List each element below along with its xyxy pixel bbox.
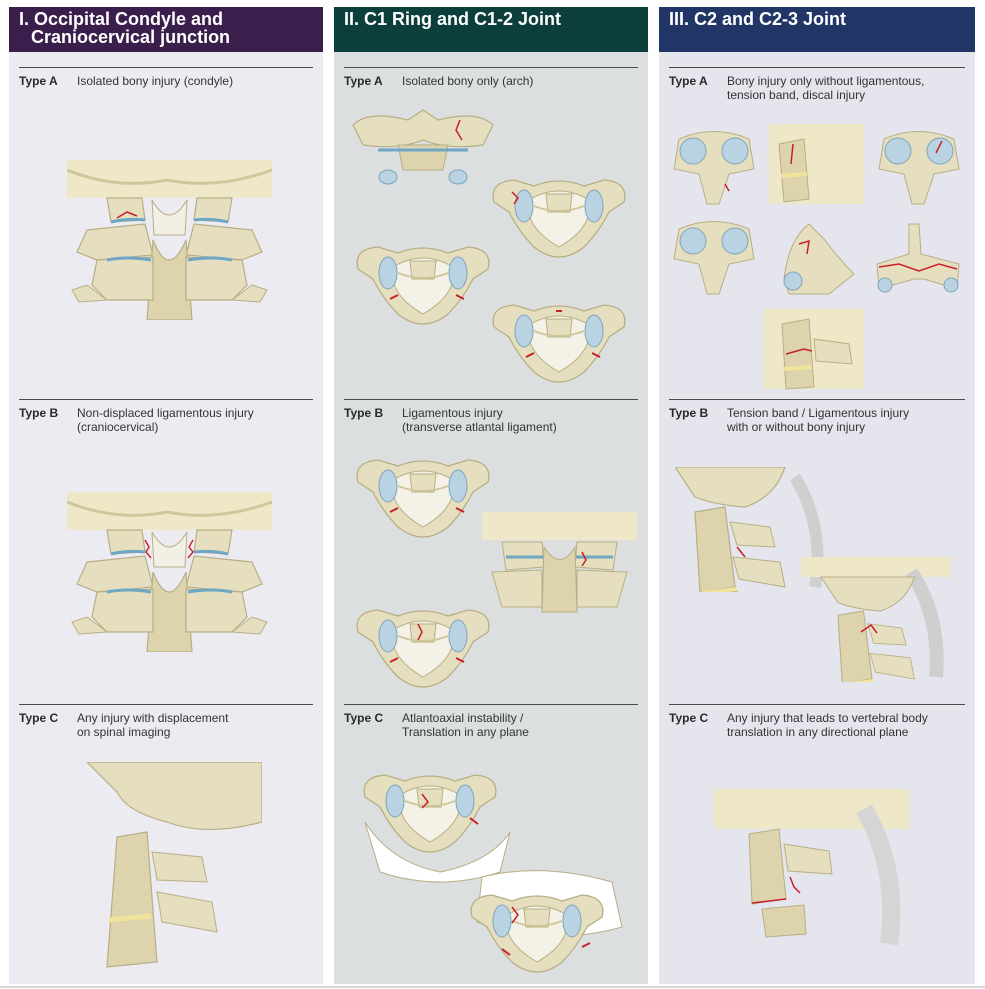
illustration-transverse-ligament-1 [356,459,490,538]
desc-line2: with or without bony injury [727,420,866,434]
illustration-atlas-ring-3 [492,304,626,383]
type-label: Type B [669,406,709,420]
type-label: Type B [19,406,59,420]
type-label: Type C [19,711,59,725]
column-title-line1: III. C2 and C2-3 Joint [669,9,847,29]
desc-line1: Non-displaced ligamentous injury [77,406,254,420]
type-description: Bony injury only without ligamentous, te… [727,74,924,102]
illustration-transverse-ligament-2 [482,512,637,613]
illustration-displacement [87,762,262,968]
desc-line2: (transverse atlantal ligament) [402,420,557,434]
desc-line1: Isolated bony only (arch) [402,74,534,88]
illustration-atlas-ring-1 [492,179,626,258]
desc-line2: on spinal imaging [77,725,171,739]
type-label: Type A [19,74,58,88]
section-type-a: Type A Isolated bony injury (condyle) [19,67,313,88]
illustration-tension-band-2 [801,557,951,682]
desc-line1: Any injury that leads to vertebral body [727,711,928,725]
illustration-c2-bony-injuries [673,124,960,390]
type-description: Any injury that leads to vertebral body … [727,711,928,739]
illustration-transverse-ligament-3 [356,609,490,688]
section-type-c: Type C Any injury that leads to vertebra… [669,704,965,739]
column-header: II. C1 Ring and C1-2 Joint [334,7,648,52]
section-type-b: Type B Ligamentous injury (transverse at… [344,399,638,434]
illustration-atlas-ring-2 [356,246,490,325]
illustration-atlantoaxial-instability-2 [470,870,623,973]
desc-line2: Translation in any plane [402,725,529,739]
illustration-ligament-injury [67,492,272,652]
column-occipital-condyle: I. Occipital Condyle and Craniocervical … [9,7,323,984]
type-label: Type A [669,74,708,88]
section-type-b: Type B Non-displaced ligamentous injury … [19,399,313,434]
column-title-line1: I. Occipital Condyle and [19,9,224,29]
type-description: Ligamentous injury (transverse atlantal … [402,406,557,434]
type-description: Non-displaced ligamentous injury (cranio… [77,406,254,434]
type-description: Tension band / Ligamentous injury with o… [727,406,909,434]
type-label: Type A [344,74,383,88]
section-type-c: Type C Atlantoaxial instability / Transl… [344,704,638,739]
column-title-line1: II. C1 Ring and C1-2 Joint [344,9,562,29]
section-type-a: Type A Bony injury only without ligament… [669,67,965,102]
desc-line1: Ligamentous injury [402,406,503,420]
desc-line1: Any injury with displacement [77,711,229,725]
section-type-a: Type A Isolated bony only (arch) [344,67,638,88]
desc-line1: Isolated bony injury (condyle) [77,74,234,88]
desc-line2: (craniocervical) [77,420,159,434]
illustration-vertebral-translation [714,789,909,946]
type-description: Isolated bony only (arch) [402,74,533,88]
fracture-line [116,211,138,219]
desc-line1: Atlantoaxial instability / [402,711,524,725]
illustration-atlantoaxial-instability-1 [363,774,511,883]
type-label: Type B [344,406,384,420]
illustration-atlas-anterior [352,109,494,185]
type-label: Type C [669,711,709,725]
section-type-c: Type C Any injury with displacement on s… [19,704,313,739]
column-c1-ring: II. C1 Ring and C1-2 Joint Type A Isolat… [334,7,648,984]
desc-line2: tension band, discal injury [727,88,866,102]
column-header: I. Occipital Condyle and Craniocervical … [9,7,323,52]
section-type-b: Type B Tension band / Ligamentous injury… [669,399,965,434]
type-description: Any injury with displacement on spinal i… [77,711,228,739]
bottom-rule [0,986,985,988]
column-c2-joint: III. C2 and C2-3 Joint Type A Bony injur… [659,7,975,984]
desc-line1: Bony injury only without ligamentous, [727,74,925,88]
type-description: Atlantoaxial instability / Translation i… [402,711,529,739]
type-label: Type C [344,711,384,725]
desc-line1: Tension band / Ligamentous injury [727,406,910,420]
ligament-tear [187,539,194,559]
desc-line2: translation in any directional plane [727,725,909,739]
column-title-line2: Craniocervical junction [31,27,231,47]
illustration-condyle-fracture [67,160,272,320]
column-header: III. C2 and C2-3 Joint [659,7,975,52]
type-description: Isolated bony injury (condyle) [77,74,233,88]
ligament-tear [144,539,152,559]
